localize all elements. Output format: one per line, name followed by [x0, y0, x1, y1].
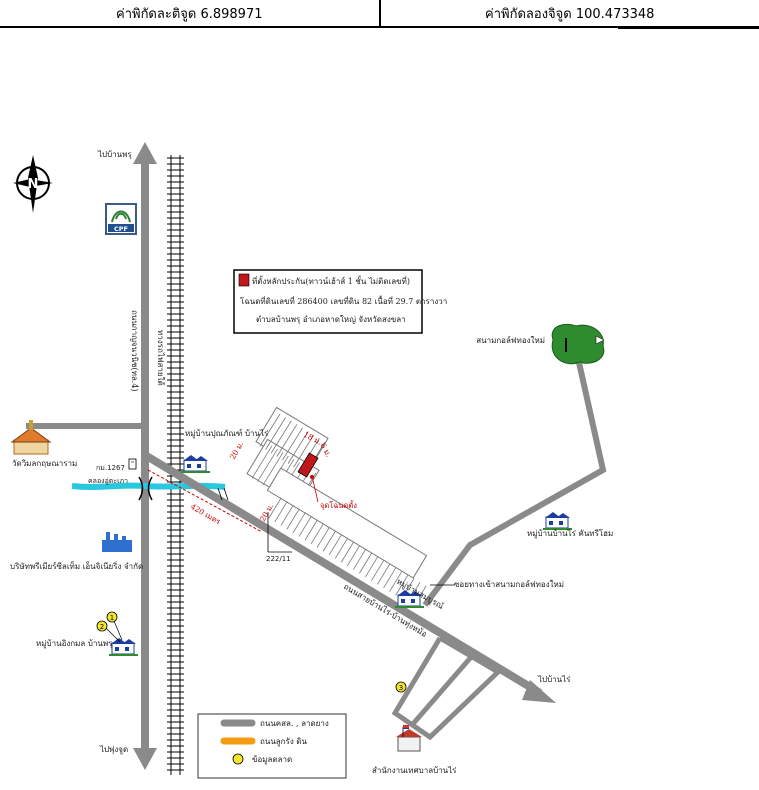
dim-20m-a: 20 ม.: [228, 440, 245, 461]
distance-line: [147, 469, 263, 533]
cpf-text: CPF: [114, 225, 128, 233]
svg-text:1: 1: [110, 614, 114, 622]
golf-label: สนามกอล์ฟทองใหม่: [476, 335, 545, 345]
cpf-logo: CPF: [105, 203, 137, 235]
latitude-cell: ค่าพิกัดละติจูด 6.898971: [116, 6, 263, 22]
km-marker-icon: [128, 458, 137, 470]
north-arrow-icon: N: [13, 155, 53, 213]
village-right-label: หมู่บ้านบ้านไร่ คันทรีโฮม: [527, 528, 613, 539]
market-marker-1: 1: [106, 611, 118, 623]
market-marker-3: 3: [395, 681, 407, 693]
golf-soi-label: ซอยทางเข้าสนามกอล์ฟทองใหม่: [454, 579, 564, 589]
km-label: กม.1267: [96, 464, 125, 472]
callout-line-3: ตำบลบ้านพรุ อำเภอหาดใหญ่ จังหวัดสงขลา: [256, 315, 406, 324]
to-phru-jud-label: ไปพุ่งจูด: [99, 745, 128, 755]
table-tab-line: [618, 28, 759, 29]
coordinate-table: ค่าพิกัดละติจูด 6.898971 ค่าพิกัดลองจิจู…: [0, 0, 759, 28]
distance-label: 420 เมตร: [189, 502, 222, 526]
village-ban-phru-label: หมู่บ้านอิงกมล บ้านพรุ: [36, 639, 113, 649]
legend-paved: ถนนคสล. , ลาดยาง: [260, 719, 329, 728]
canal-label: คลองอู่ตะเภา: [88, 477, 128, 485]
highway-label: ถนนกาญจนวนิช(ทล.4): [130, 310, 139, 392]
factory-icon: [102, 532, 132, 552]
office-label: สำนักงานเทศบาลบ้านไร่: [372, 766, 457, 775]
site-point-label: จุดโฉนดตั้ง: [320, 500, 357, 510]
factory-label: บริษัทพรีเมียร์ซีลเท็ม เอ็นจิเนียริ่ง จำ…: [10, 560, 143, 571]
village-house-icon: [395, 590, 424, 608]
market-marker-2: 2: [96, 620, 108, 632]
to-ban-phru-label: ไปบ้านพรุ: [97, 150, 132, 159]
address-number: 222/11: [266, 555, 291, 563]
north-letter: N: [28, 177, 39, 192]
townhouse-block-lower: [266, 467, 428, 579]
collateral-site: [297, 452, 319, 478]
golf-course-icon: [551, 323, 605, 365]
village-house-icon: [109, 638, 138, 656]
collateral-callout: ที่ตั้งหลักประกัน(ทาวน์เฮ้าส์ 1 ชั้น ไม่…: [233, 269, 447, 334]
office-icon: [396, 725, 422, 752]
callout-line-2: โฉนดที่ดินเลขที่ 286400 เลขที่ดิน 82 เนื…: [240, 295, 447, 306]
golf-road: [422, 357, 607, 607]
railway-label: ทางรถไฟสายใต้: [156, 330, 165, 386]
legend-laterite: ถนนลูกรัง ดิน: [260, 737, 307, 747]
legend-marker: ข้อมูลตลาด: [252, 755, 292, 765]
bridge-icon: [138, 476, 153, 501]
temple-icon: [10, 420, 52, 455]
svg-text:3: 3: [399, 684, 403, 692]
callout-line-1: ที่ตั้งหลักประกัน(ทาวน์เฮ้าส์ 1 ชั้น ไม่…: [252, 275, 410, 286]
village-upper-label-line: หมู่บ้านปุณภัณฑ์ บ้านไร่: [185, 428, 269, 439]
village-house-icon: [181, 455, 210, 473]
legend-box: ถนนคสล. , ลาดยาง ถนนลูกรัง ดิน ข้อมูลตลา…: [197, 713, 347, 779]
svg-text:2: 2: [100, 623, 104, 631]
ban-rai-road: [142, 451, 556, 703]
village-house-icon: [543, 512, 572, 530]
lower-subdivision-roads: [391, 635, 503, 741]
to-ban-rai-label: ไปบ้านไร่: [537, 675, 571, 684]
railway-track: [167, 155, 184, 775]
temple-label: วัดวิมลกฤษณาราม: [12, 459, 77, 468]
site-point: [310, 475, 314, 479]
longitude-cell: ค่าพิกัดลองจิจูด 100.473348: [378, 0, 759, 26]
